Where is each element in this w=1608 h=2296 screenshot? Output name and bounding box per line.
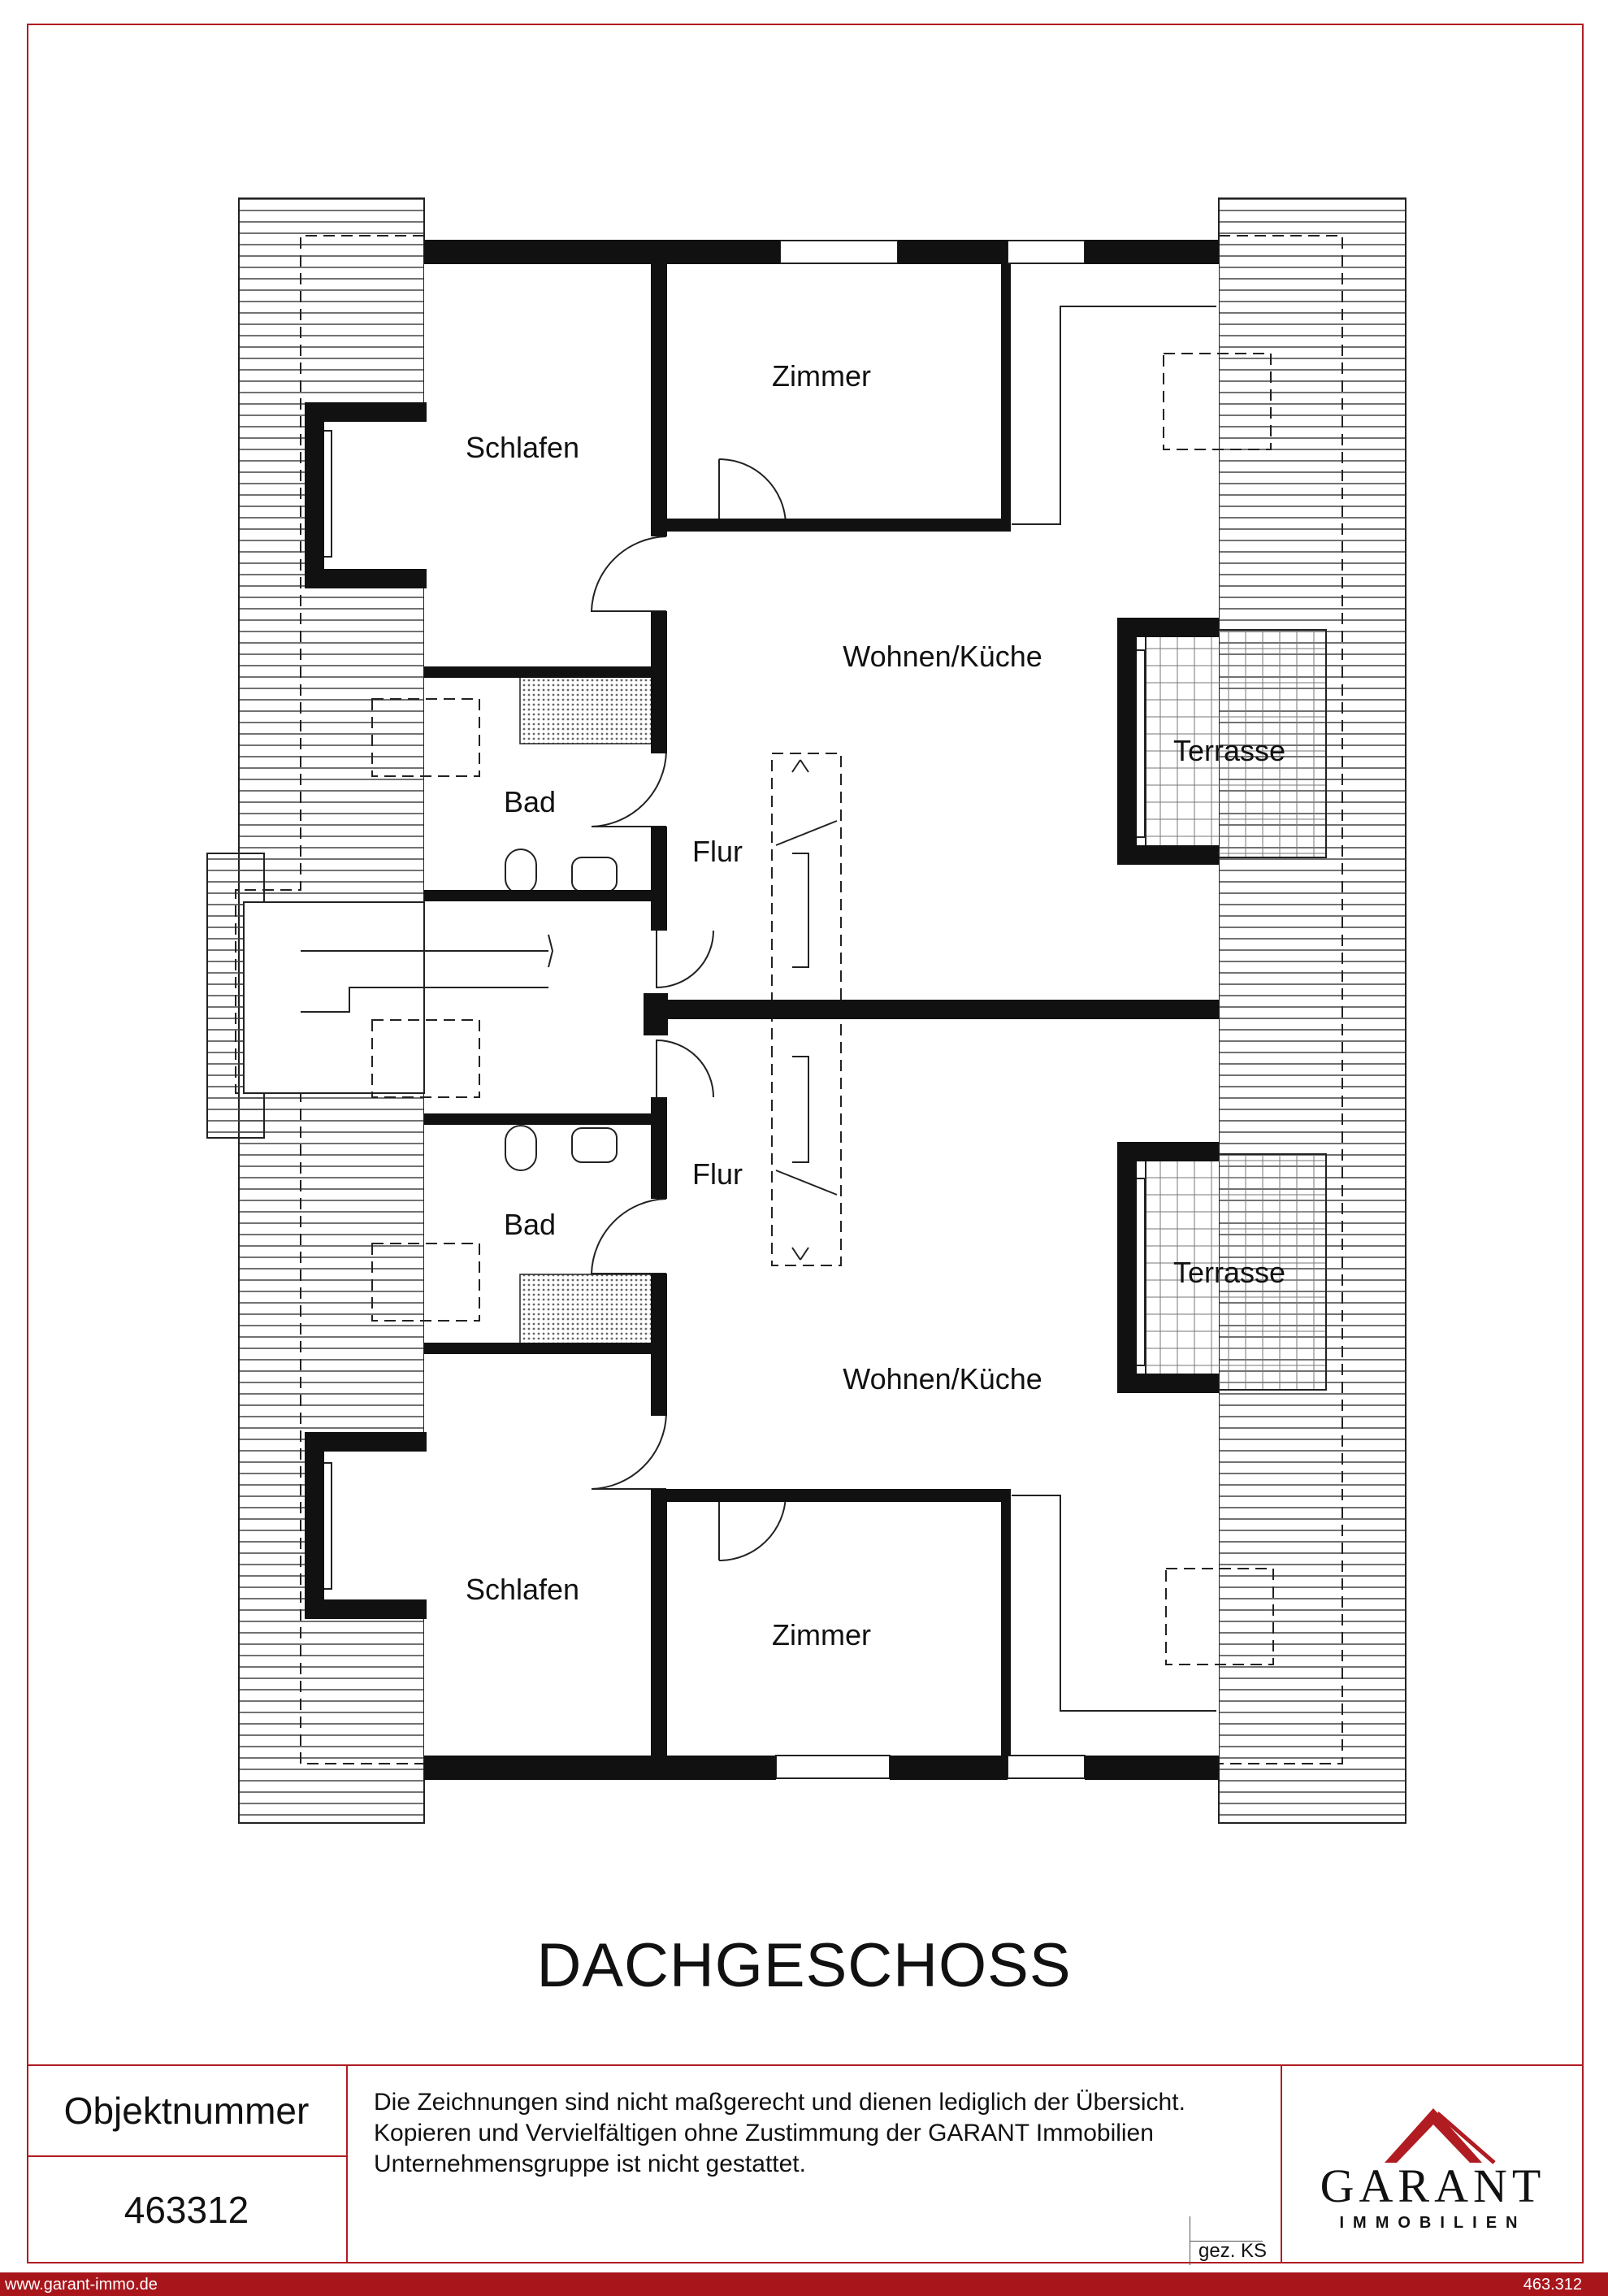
room-label-flur-top: Flur (692, 835, 743, 868)
garant-logo: GARANT IMMOBILIEN (1315, 2102, 1551, 2232)
room-label-wohnen-kueche-top: Wohnen/Küche (843, 640, 1042, 673)
staircase (244, 759, 838, 1261)
disclaimer-line: Unternehmensgruppe ist nicht gestattet. (374, 2151, 806, 2177)
footer-bar: www.garant-immo.de 463.312 (0, 2272, 1608, 2296)
object-number-cell: Objektnummer 463312 (27, 2066, 348, 2263)
room-label-flur-bottom: Flur (692, 1157, 743, 1191)
room-label-bad-bottom: Bad (503, 1208, 557, 1241)
disclaimer-line: Kopieren und Vervielfältigen ohne Zustim… (374, 2120, 1154, 2146)
drawn-by-label: gez. KS (1190, 2216, 1267, 2265)
footer-number: 463.312 (1523, 2276, 1582, 2294)
floor-title: DACHGESCHOSS (536, 1931, 1072, 2000)
room-label-zimmer-top: Zimmer (772, 359, 871, 393)
walls (305, 240, 1219, 1780)
room-label-wohnen-kueche-bottom: Wohnen/Küche (843, 1362, 1042, 1395)
title-block: Objektnummer 463312 Die Zeichnungen sind… (27, 2064, 1584, 2265)
shower-bottom (519, 1274, 659, 1344)
roof-right (1218, 197, 1406, 1824)
disclaimer-text: Die Zeichnungen sind nicht maßgerecht un… (374, 2087, 1268, 2180)
logo-roof-icon (1384, 2108, 1496, 2164)
logo-subtitle: IMMOBILIEN (1339, 2214, 1527, 2232)
toilet-bottom-icon (505, 1125, 537, 1171)
shower-top (519, 674, 659, 744)
room-label-schlafen-bottom: Schlafen (465, 1573, 580, 1606)
disclaimer-line: Die Zeichnungen sind nicht maßgerecht un… (374, 2089, 1185, 2116)
object-number-label: Objektnummer (27, 2066, 346, 2157)
page-frame (27, 24, 1584, 2263)
room-label-terrasse-bottom: Terrasse (1172, 1256, 1286, 1289)
room-label-terrasse-top: Terrasse (1172, 734, 1286, 767)
logo-cell: GARANT IMMOBILIEN (1282, 2066, 1584, 2263)
footer-website[interactable]: www.garant-immo.de (5, 2276, 158, 2294)
drawn-by-text: gez. KS (1198, 2240, 1268, 2262)
disclaimer-cell: Die Zeichnungen sind nicht maßgerecht un… (348, 2066, 1282, 2265)
room-label-bad-top: Bad (503, 785, 557, 818)
object-number-value: 463312 (124, 2188, 249, 2231)
room-label-zimmer-bottom: Zimmer (772, 1618, 871, 1651)
drawn-by-divider (1190, 2241, 1263, 2242)
logo-wordmark: GARANT (1320, 2159, 1546, 2212)
room-label-schlafen-top: Schlafen (465, 431, 580, 464)
terrace-bottom-tiles (1145, 1153, 1327, 1391)
terrace-top-tiles (1145, 629, 1327, 858)
sink-bottom-icon (571, 1127, 618, 1163)
